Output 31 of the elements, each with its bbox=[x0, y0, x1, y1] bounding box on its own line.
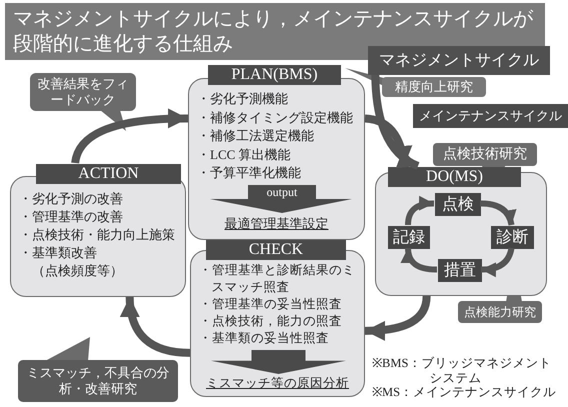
bullet-item: ・LCC 算出機能 bbox=[197, 146, 292, 164]
heading-label: メインテナンスサイクル bbox=[413, 104, 568, 128]
bullet-item: ・補修タイミング設定機能 bbox=[197, 108, 354, 126]
footnote: ※MS：メインテナンスサイクル bbox=[372, 385, 558, 400]
bullet-item: ・劣化予測の改善 bbox=[19, 190, 124, 208]
bullet-item: ・管理基準と診断結果のミスマッチ照査 bbox=[199, 262, 356, 296]
bullet-item: ・管理基準の妥当性照査 bbox=[199, 296, 343, 313]
bullet-item: ・点検技術・能力向上施策 bbox=[19, 226, 176, 244]
result-text: ミスマッチ等の原因分析 bbox=[205, 375, 350, 392]
bullet-item: ・基準類の妥当性照査 bbox=[199, 330, 330, 347]
result-text: 最適管理基準設定 bbox=[224, 215, 330, 233]
cycle-arrow bbox=[120, 296, 190, 357]
footnote: ※BMS：ブリッジマネジメントシステム bbox=[372, 356, 552, 386]
bullet-item: ・基準類改善（点検頻度等） bbox=[19, 244, 124, 280]
bullet-item: ・補修工法選定機能 bbox=[197, 127, 315, 145]
step-label: 点検 bbox=[435, 193, 481, 216]
step-label: 措置 bbox=[438, 259, 482, 282]
heading-bar: DO(MS) bbox=[388, 167, 521, 187]
bullet-item: ・点検技術，能力の照査 bbox=[199, 313, 343, 330]
callout: ミスマッチ，不具合の分析・改善研究 bbox=[18, 360, 178, 402]
bullet-item: ・管理基準の改善 bbox=[19, 208, 124, 226]
heading-label: マネジメントサイクル bbox=[368, 46, 550, 75]
cycle-arrow bbox=[371, 74, 420, 170]
step-label: 診断 bbox=[491, 226, 534, 249]
heading-bar: PLAN(BMS) bbox=[208, 65, 341, 85]
heading-bar: CHECK bbox=[206, 240, 346, 260]
bullet-item: ・予算平準化機能 bbox=[197, 164, 302, 182]
step-label: 記録 bbox=[388, 226, 430, 249]
callout: 精度向上研究 bbox=[382, 77, 486, 97]
heading-bar: ACTION bbox=[36, 164, 181, 184]
bullet-item: ・劣化予測機能 bbox=[197, 90, 289, 108]
